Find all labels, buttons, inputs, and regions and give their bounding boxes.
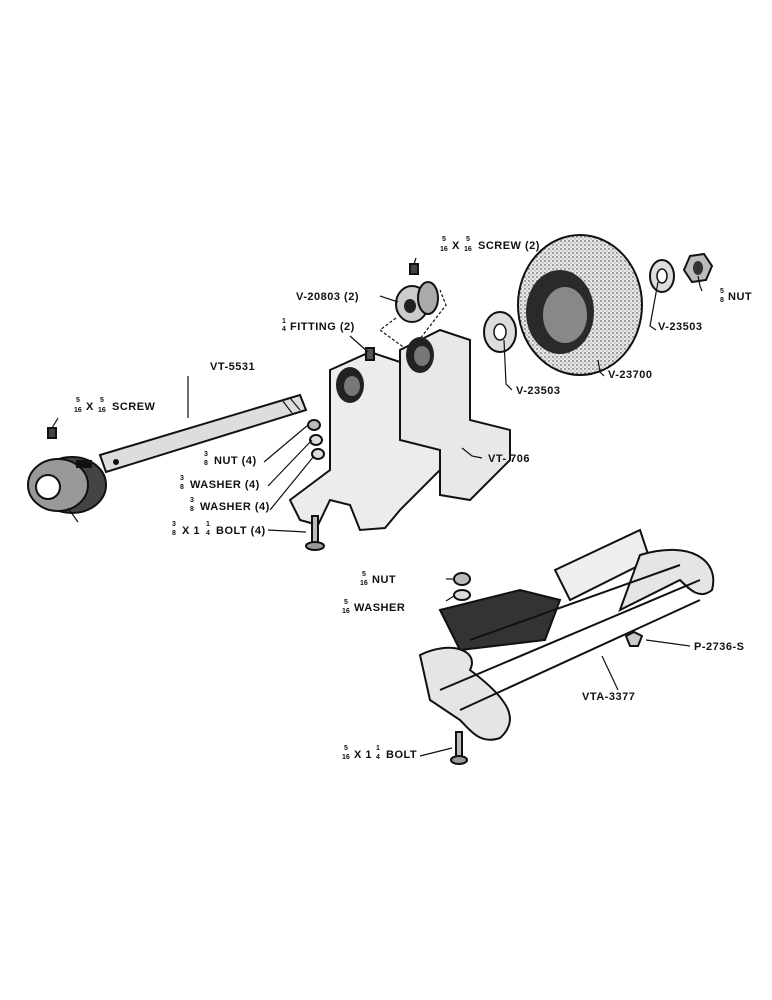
svg-text:5: 5 [362, 571, 366, 578]
hub-left [27, 456, 107, 514]
svg-text:X: X [452, 240, 460, 252]
svg-text:4: 4 [282, 326, 286, 333]
collar-v20803 [395, 281, 439, 323]
label-vt706: VT- 706 [488, 453, 530, 465]
svg-text:X: X [86, 401, 94, 413]
svg-text:3: 3 [172, 521, 176, 528]
svg-text:SCREW: SCREW [112, 401, 156, 413]
svg-text:4: 4 [376, 754, 380, 761]
svg-text:5: 5 [100, 397, 104, 404]
svg-text:16: 16 [342, 608, 350, 615]
svg-text:16: 16 [98, 407, 106, 414]
svg-text:3: 3 [190, 497, 194, 504]
svg-text:5: 5 [344, 745, 348, 752]
svg-text:3: 3 [204, 451, 208, 458]
label-vt5531: VT-5531 [210, 361, 255, 373]
svg-text:WASHER (4): WASHER (4) [190, 479, 260, 491]
label-nut-small: 5 16 NUT [360, 571, 396, 587]
svg-text:16: 16 [342, 754, 350, 761]
label-vta3377: VTA-3377 [582, 691, 635, 703]
svg-text:16: 16 [74, 407, 82, 414]
label-p2736: P-2736-S [694, 641, 744, 653]
svg-text:16: 16 [360, 580, 368, 587]
washer-v23503-right [649, 259, 675, 293]
svg-text:5: 5 [466, 236, 470, 243]
label-screw-top: 5 16 X 5 16 SCREW (2) [440, 236, 540, 253]
svg-text:NUT: NUT [372, 574, 396, 586]
wheel-v23700 [517, 234, 643, 376]
svg-text:8: 8 [204, 460, 208, 467]
svg-text:5: 5 [344, 599, 348, 606]
leader-lines [51, 257, 703, 757]
svg-text:1: 1 [376, 745, 380, 752]
svg-text:FITTING (2): FITTING (2) [290, 321, 355, 333]
bolt-bottom-part [450, 731, 468, 765]
bolt-vertical [305, 515, 325, 551]
label-washer-small: 5 16 WASHER [342, 599, 405, 615]
label-fitting: 1 4 FITTING (2) [282, 318, 355, 333]
svg-text:WASHER (4): WASHER (4) [200, 501, 270, 513]
label-v23503-left: V-23503 [516, 385, 560, 397]
label-washer4-b: 3 8 WASHER (4) [190, 497, 270, 513]
wing-nut [624, 630, 644, 647]
svg-text:1: 1 [206, 521, 210, 528]
bracket-vta3377 [418, 528, 715, 741]
washer-v23503-left [483, 311, 517, 353]
svg-text:BOLT: BOLT [386, 749, 417, 761]
set-screw-left [47, 427, 57, 439]
svg-text:WASHER: WASHER [354, 602, 405, 614]
hex-nut-top [682, 252, 714, 284]
svg-text:BOLT (4): BOLT (4) [216, 525, 266, 537]
svg-text:8: 8 [180, 484, 184, 491]
set-screw-top [409, 263, 419, 275]
label-nut-top: 5 8 NUT [720, 288, 752, 304]
svg-text:X 1: X 1 [354, 749, 372, 761]
svg-text:5: 5 [76, 397, 80, 404]
svg-text:8: 8 [720, 297, 724, 304]
svg-text:3: 3 [180, 475, 184, 482]
shaft-vt5531 [98, 393, 308, 474]
svg-text:X 1: X 1 [182, 525, 200, 537]
label-nut4: 3 8 NUT (4) [204, 451, 257, 467]
svg-text:NUT: NUT [728, 291, 752, 303]
label-bolt-bottom: 5 16 X 1 1 4 BOLT [342, 745, 417, 761]
label-v20803: V-20803 (2) [296, 291, 359, 303]
small-washer [453, 589, 471, 601]
label-bolt4: 3 8 X 1 1 4 BOLT (4) [172, 521, 266, 537]
svg-text:16: 16 [440, 246, 448, 253]
svg-text:8: 8 [190, 506, 194, 513]
svg-text:1: 1 [282, 318, 286, 325]
label-washer4-a: 3 8 WASHER (4) [180, 475, 260, 491]
svg-text:8: 8 [172, 530, 176, 537]
stand-vt706-front [288, 350, 441, 532]
svg-text:NUT (4): NUT (4) [214, 455, 257, 467]
label-screw-left: 5 16 X 5 16 SCREW [74, 397, 156, 414]
svg-text:16: 16 [464, 246, 472, 253]
label-v23700: V-23700 [608, 369, 652, 381]
svg-text:4: 4 [206, 530, 210, 537]
nut-washer-stack [307, 419, 325, 460]
label-v23503-right: V-23503 [658, 321, 702, 333]
stand-vt706-rear [399, 328, 511, 502]
svg-text:5: 5 [442, 236, 446, 243]
svg-text:5: 5 [720, 288, 724, 295]
small-nut [453, 572, 471, 586]
svg-text:SCREW (2): SCREW (2) [478, 240, 540, 252]
grease-fitting [365, 347, 375, 361]
